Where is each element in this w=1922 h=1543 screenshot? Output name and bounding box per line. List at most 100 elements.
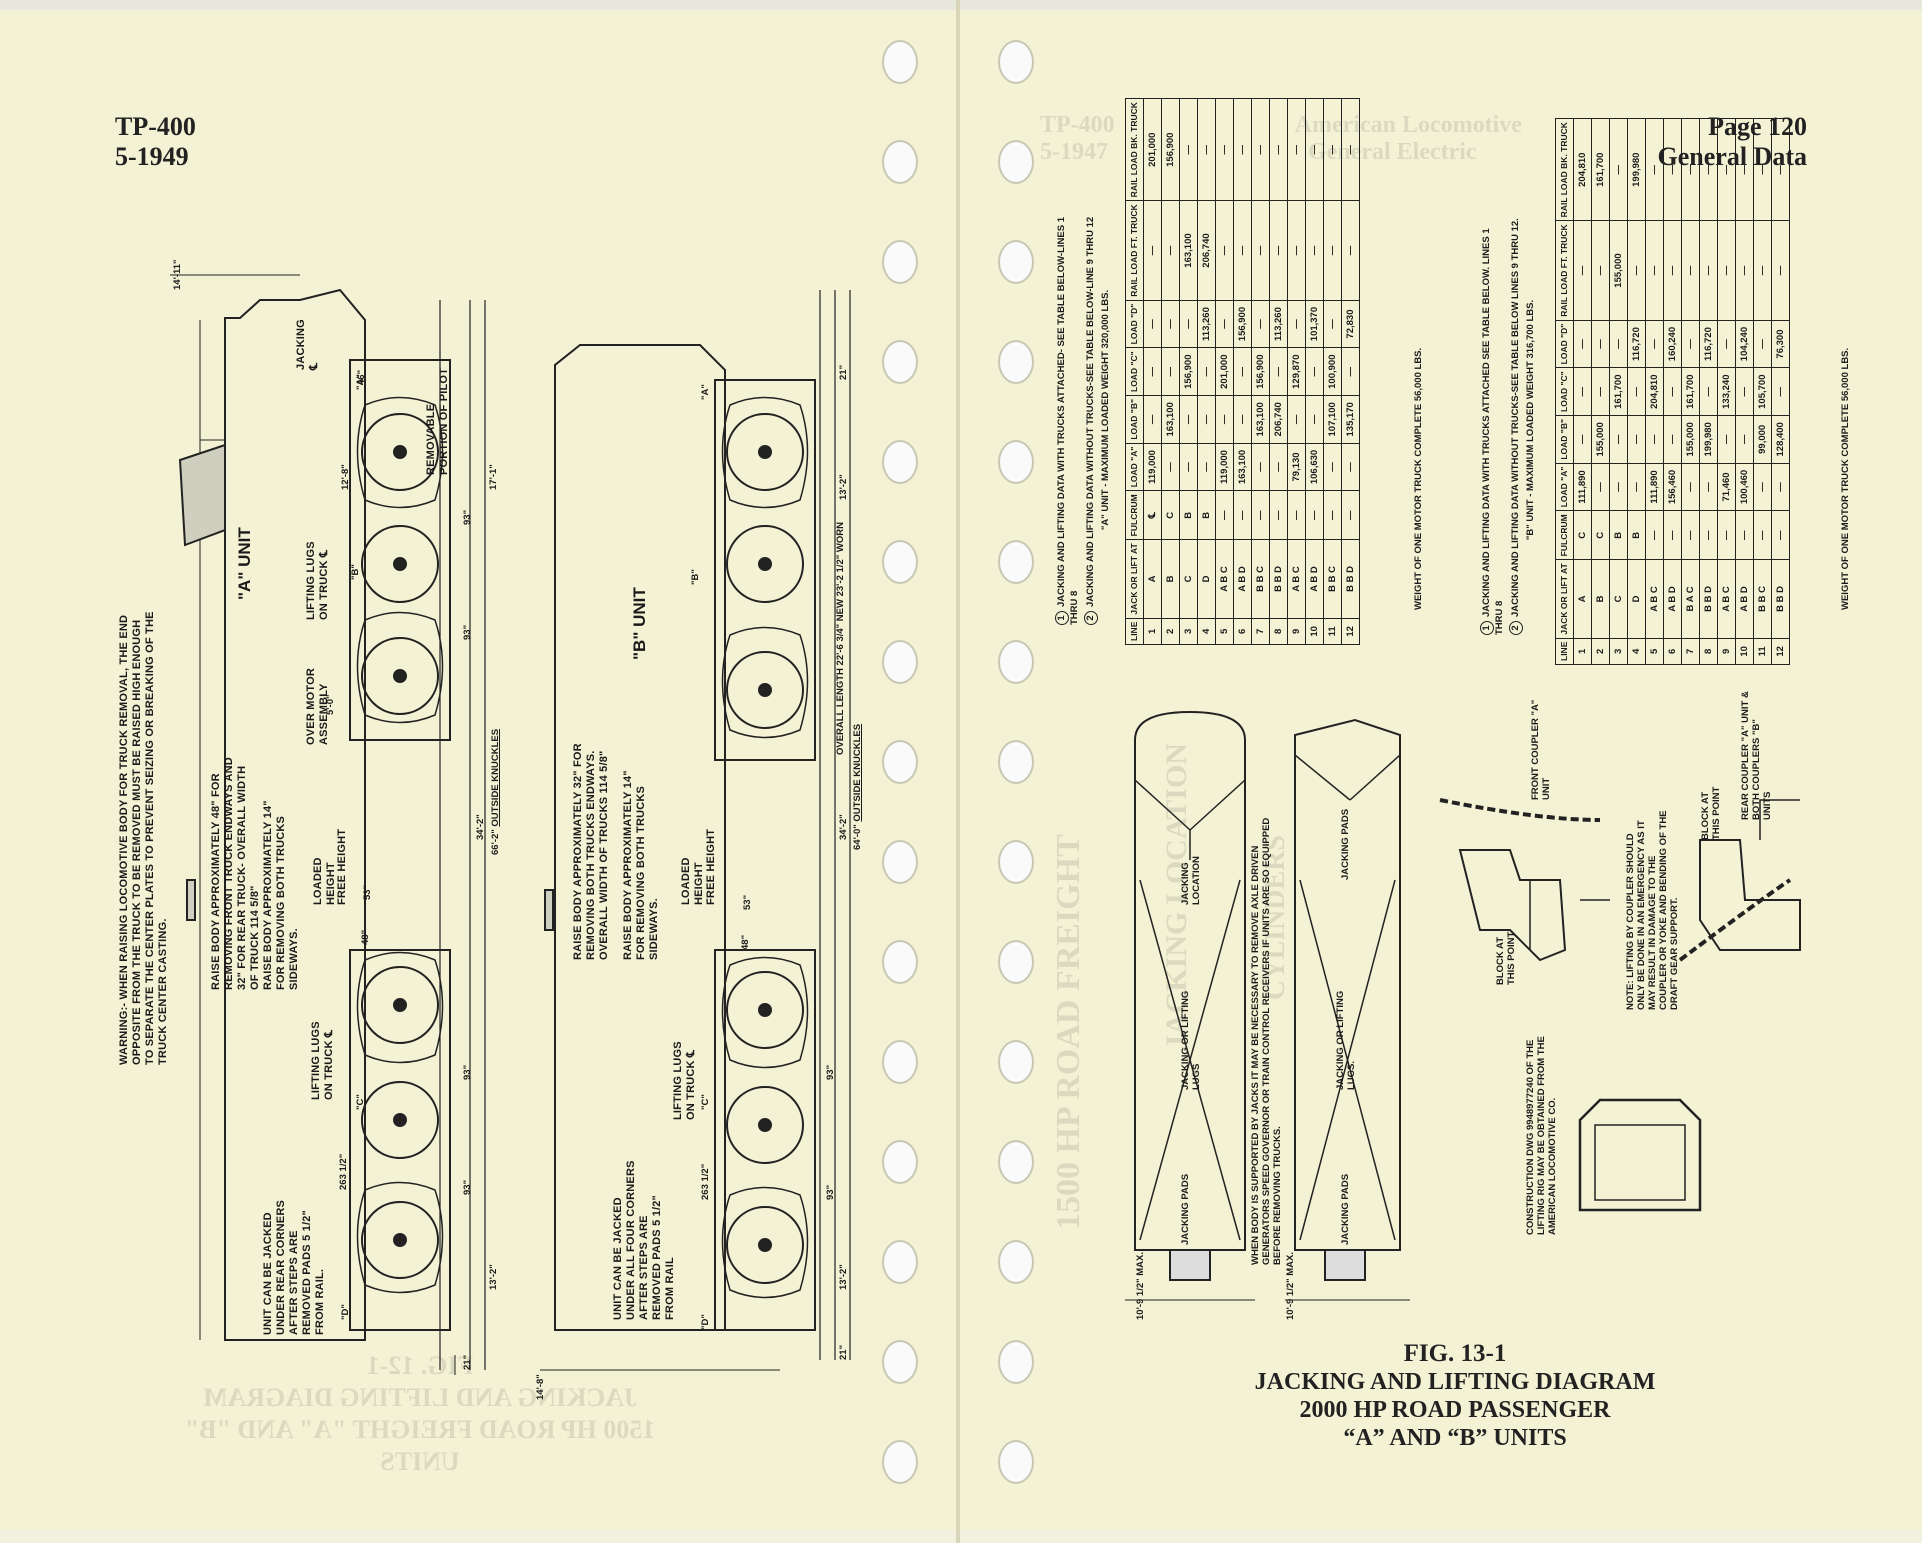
- table-cell: 6: [1663, 638, 1682, 665]
- table-cell: 106,630: [1305, 443, 1324, 491]
- table-cell: —: [1305, 98, 1324, 201]
- table-cell: 161,700: [1609, 367, 1628, 416]
- b-point-c: "C": [700, 1094, 711, 1110]
- table-cell: —: [1663, 220, 1682, 321]
- table-cell: —: [1233, 490, 1252, 540]
- binder-hole: [998, 40, 1034, 84]
- b-dim-64-0: 64'-0" OUTSIDE KNUCKLES: [852, 723, 863, 850]
- table-cell: A B C: [1717, 559, 1736, 639]
- binder-hole: [998, 640, 1034, 684]
- table-cell: —: [1753, 320, 1772, 368]
- table-cell: 79,130: [1287, 443, 1306, 491]
- binder-hole: [882, 940, 918, 984]
- table-cell: D: [1197, 539, 1216, 619]
- table-cell: 7: [1251, 618, 1270, 645]
- binder-hole: [882, 540, 918, 584]
- table-cell: —: [1269, 98, 1288, 201]
- table-cell: —: [1591, 367, 1610, 416]
- table-cell: B: [1161, 539, 1180, 619]
- table-header-cell: LOAD "C": [1555, 367, 1574, 416]
- table-cell: —: [1735, 367, 1754, 416]
- table-cell: 163,100: [1179, 200, 1198, 301]
- binder-hole: [998, 1240, 1034, 1284]
- a-dim-263: 263 1/2": [338, 1153, 349, 1190]
- table-cell: —: [1269, 443, 1288, 491]
- table-cell: —: [1305, 200, 1324, 301]
- table-cell: 199,980: [1699, 415, 1718, 464]
- binder-hole: [998, 340, 1034, 384]
- table-cell: 156,460: [1663, 463, 1682, 511]
- binder-hole: [998, 1340, 1034, 1384]
- table-cell: —: [1645, 510, 1664, 560]
- table-cell: 128,400: [1771, 415, 1790, 464]
- table-cell: 111,890: [1645, 463, 1664, 511]
- table-cell: —: [1771, 463, 1790, 511]
- table-cell: —: [1233, 98, 1252, 201]
- a-dim-13-2: 13'-2": [488, 1264, 499, 1290]
- b-dim-263: 263 1/2": [700, 1163, 711, 1200]
- table-cell: —: [1215, 300, 1234, 348]
- table-cell: —: [1341, 490, 1360, 540]
- table-cell: —: [1287, 490, 1306, 540]
- table-cell: 204,810: [1645, 367, 1664, 416]
- table-cell: —: [1717, 510, 1736, 560]
- table-cell: —: [1609, 463, 1628, 511]
- table-header-cell: LOAD "D": [1125, 300, 1144, 348]
- table-cell: 161,700: [1681, 367, 1700, 416]
- a-raise-endways: RAISE BODY APPROXIMATELY 48" FOR REMOVIN…: [210, 757, 261, 990]
- a-dim-5-0: 5'-0": [325, 694, 336, 716]
- binder-hole: [882, 640, 918, 684]
- table-cell: B: [1591, 559, 1610, 639]
- table-cell: —: [1341, 443, 1360, 491]
- a-dim-93-mid: 93": [462, 624, 473, 640]
- table-cell: 199,980: [1627, 118, 1646, 221]
- table-cell: —: [1341, 347, 1360, 396]
- table-cell: —: [1591, 463, 1610, 511]
- binder-hole: [882, 1340, 918, 1384]
- jacking-lugs-b-label: JACKING OR LIFTING LUGS.: [1335, 990, 1357, 1090]
- table-b-footnote: WEIGHT OF ONE MOTOR TRUCK COMPLETE 56,00…: [1840, 347, 1851, 610]
- table-cell: —: [1627, 415, 1646, 464]
- table-cell: —: [1681, 220, 1700, 321]
- table-cell: 105,700: [1753, 367, 1772, 416]
- locomotive-side-drawings: [170, 274, 851, 1375]
- table-cell: B B C: [1753, 559, 1772, 639]
- table-cell: 12: [1341, 618, 1360, 645]
- page-gutter: [956, 0, 960, 1543]
- table-cell: 156,900: [1179, 347, 1198, 396]
- table-a-notes: 1JACKING AND LIFTING DATA WITH TRUCKS AT…: [1055, 216, 1111, 625]
- a-dim-93-lower: 93": [462, 1064, 473, 1080]
- table-cell: 163,100: [1161, 395, 1180, 444]
- table-cell: —: [1771, 118, 1790, 221]
- a-dim-93-bottom: 93": [462, 1179, 473, 1195]
- table-cell: 3: [1179, 618, 1198, 645]
- table-cell: —: [1179, 98, 1198, 201]
- b-dim-93-bottom: 93": [825, 1184, 836, 1200]
- table-cell: —: [1663, 367, 1682, 416]
- table-cell: A B D: [1233, 539, 1252, 619]
- left-page: [0, 10, 958, 1530]
- table-cell: —: [1143, 395, 1162, 444]
- table-cell: 201,000: [1143, 98, 1162, 201]
- a-dim-17-1: 17'-1": [488, 464, 499, 490]
- table-cell: —: [1699, 220, 1718, 321]
- a-point-b: "B": [350, 564, 361, 580]
- a-dim-93-top: 93": [462, 509, 473, 525]
- table-cell: —: [1269, 200, 1288, 301]
- table-cell: A B C: [1215, 539, 1234, 619]
- table-cell: —: [1735, 415, 1754, 464]
- a-dim-53: 53": [362, 884, 373, 900]
- table-cell: 8: [1269, 618, 1288, 645]
- top-edge: [0, 0, 1922, 12]
